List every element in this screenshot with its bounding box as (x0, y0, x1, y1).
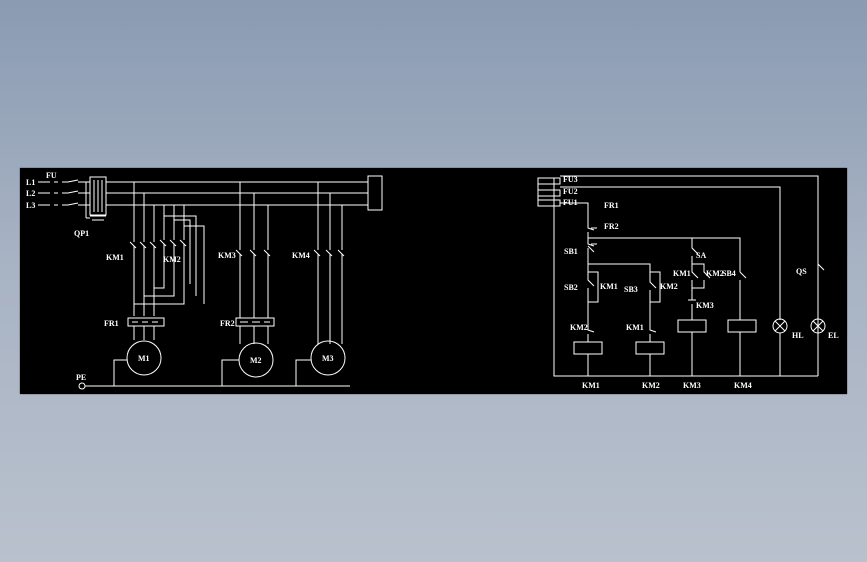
main-circuit: L1 L2 L3 FU QP1 (26, 171, 383, 390)
label-hl: HL (792, 331, 804, 340)
lamp-el: QS EL (796, 176, 839, 376)
label-qp1: QP1 (74, 229, 89, 238)
branch-km3: SA KM1 KM2 KM3 KM3 (673, 238, 724, 390)
label-fr1-main: FR1 (104, 319, 119, 328)
label-sb4: SB4 (722, 269, 736, 278)
label-km3-main: KM3 (218, 251, 236, 260)
label-sb3: SB3 (624, 285, 638, 294)
label-fr2-ctrl: FR2 (604, 222, 619, 231)
label-fu: FU (46, 171, 57, 180)
branch-m1: KM1 KM2 FR1 M1 (104, 182, 205, 376)
label-sb1: SB1 (564, 247, 578, 256)
label-km2-interlock: KM2 (570, 323, 588, 332)
label-sb2: SB2 (564, 283, 578, 292)
label-km1-hold: KM1 (600, 282, 618, 291)
branch-sb3: SB3 KM2 KM1 KM2 (624, 271, 678, 390)
branch-m2: KM3 FR2 M2 (218, 182, 275, 378)
label-sa: SA (696, 251, 706, 260)
input-wires (38, 179, 90, 206)
label-sa-km1: KM1 (673, 269, 691, 278)
label-pe: PE (76, 373, 86, 382)
control-circuit: FU3 FU2 FU1 FR1 FR2 (537, 175, 839, 390)
drawing-sheet[interactable]: L1 L2 L3 FU QP1 (20, 168, 847, 394)
schematic-svg: L1 L2 L3 FU QP1 (26, 171, 839, 390)
label-km3-contact: KM3 (696, 301, 714, 310)
label-km2-hold: KM2 (660, 282, 678, 291)
label-fr2-main: FR2 (220, 319, 235, 328)
label-l3: L3 (26, 201, 35, 210)
lamp-hl: HL (772, 318, 804, 376)
label-m1: M1 (138, 354, 150, 363)
label-fr1-ctrl: FR1 (604, 201, 619, 210)
control-fr-contacts: FR1 FR2 (587, 201, 619, 270)
label-l2: L2 (26, 189, 35, 198)
pe-line: PE (76, 359, 350, 390)
label-m2: M2 (250, 356, 262, 365)
label-km4-main: KM4 (292, 251, 310, 260)
label-fu2: FU2 (563, 187, 578, 196)
label-qs: QS (796, 267, 807, 276)
busbars (106, 175, 383, 211)
label-coil-km4: KM4 (734, 381, 752, 390)
label-km1-main: KM1 (106, 253, 124, 262)
branch-km4: SB4 KM4 (722, 266, 757, 390)
label-el: EL (828, 331, 839, 340)
control-rails (553, 178, 818, 377)
branch-sb2: SB2 KM1 KM2 KM1 (564, 264, 618, 390)
label-fu3: FU3 (563, 175, 578, 184)
label-sa-km2: KM2 (706, 269, 724, 278)
label-km2-main: KM2 (163, 255, 181, 264)
label-coil-km2: KM2 (642, 381, 660, 390)
label-coil-km1: KM1 (582, 381, 600, 390)
fuse-switch-block (85, 176, 107, 221)
label-l1: L1 (26, 178, 35, 187)
label-coil-km3: KM3 (683, 381, 701, 390)
branch-m3: KM4 M3 (292, 182, 346, 376)
label-m3: M3 (322, 354, 334, 363)
label-km1-interlock: KM1 (626, 323, 644, 332)
